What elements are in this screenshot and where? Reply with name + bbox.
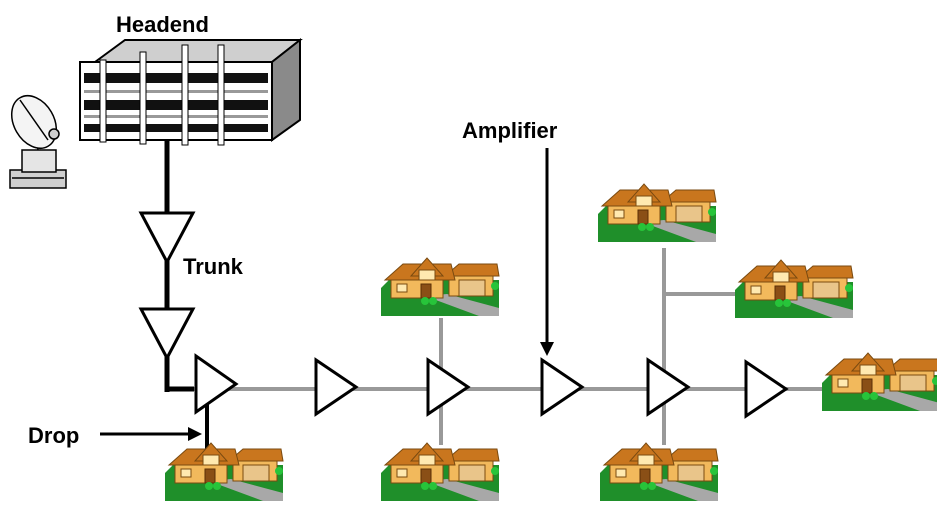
house-icon [164,442,284,502]
drop-arrow-icon [100,427,202,441]
amplifier-triangle-icon [194,353,789,419]
house-icon [734,259,854,319]
house-icon [821,352,937,412]
house-icon [380,442,500,502]
house-icon [597,183,717,243]
trunk-label: Trunk [183,254,243,279]
satellite-dish-icon [9,95,67,189]
amplifier-triangle-icon [138,211,196,362]
headend-label: Headend [116,12,209,37]
headend-building-icon [79,37,303,146]
drop-label: Drop [28,423,80,448]
feeder-lines [194,248,828,445]
house-icon [380,257,500,317]
amplifier-arrow-icon [540,148,554,356]
house-icon [599,442,719,502]
amplifier-label: Amplifier [462,118,558,143]
